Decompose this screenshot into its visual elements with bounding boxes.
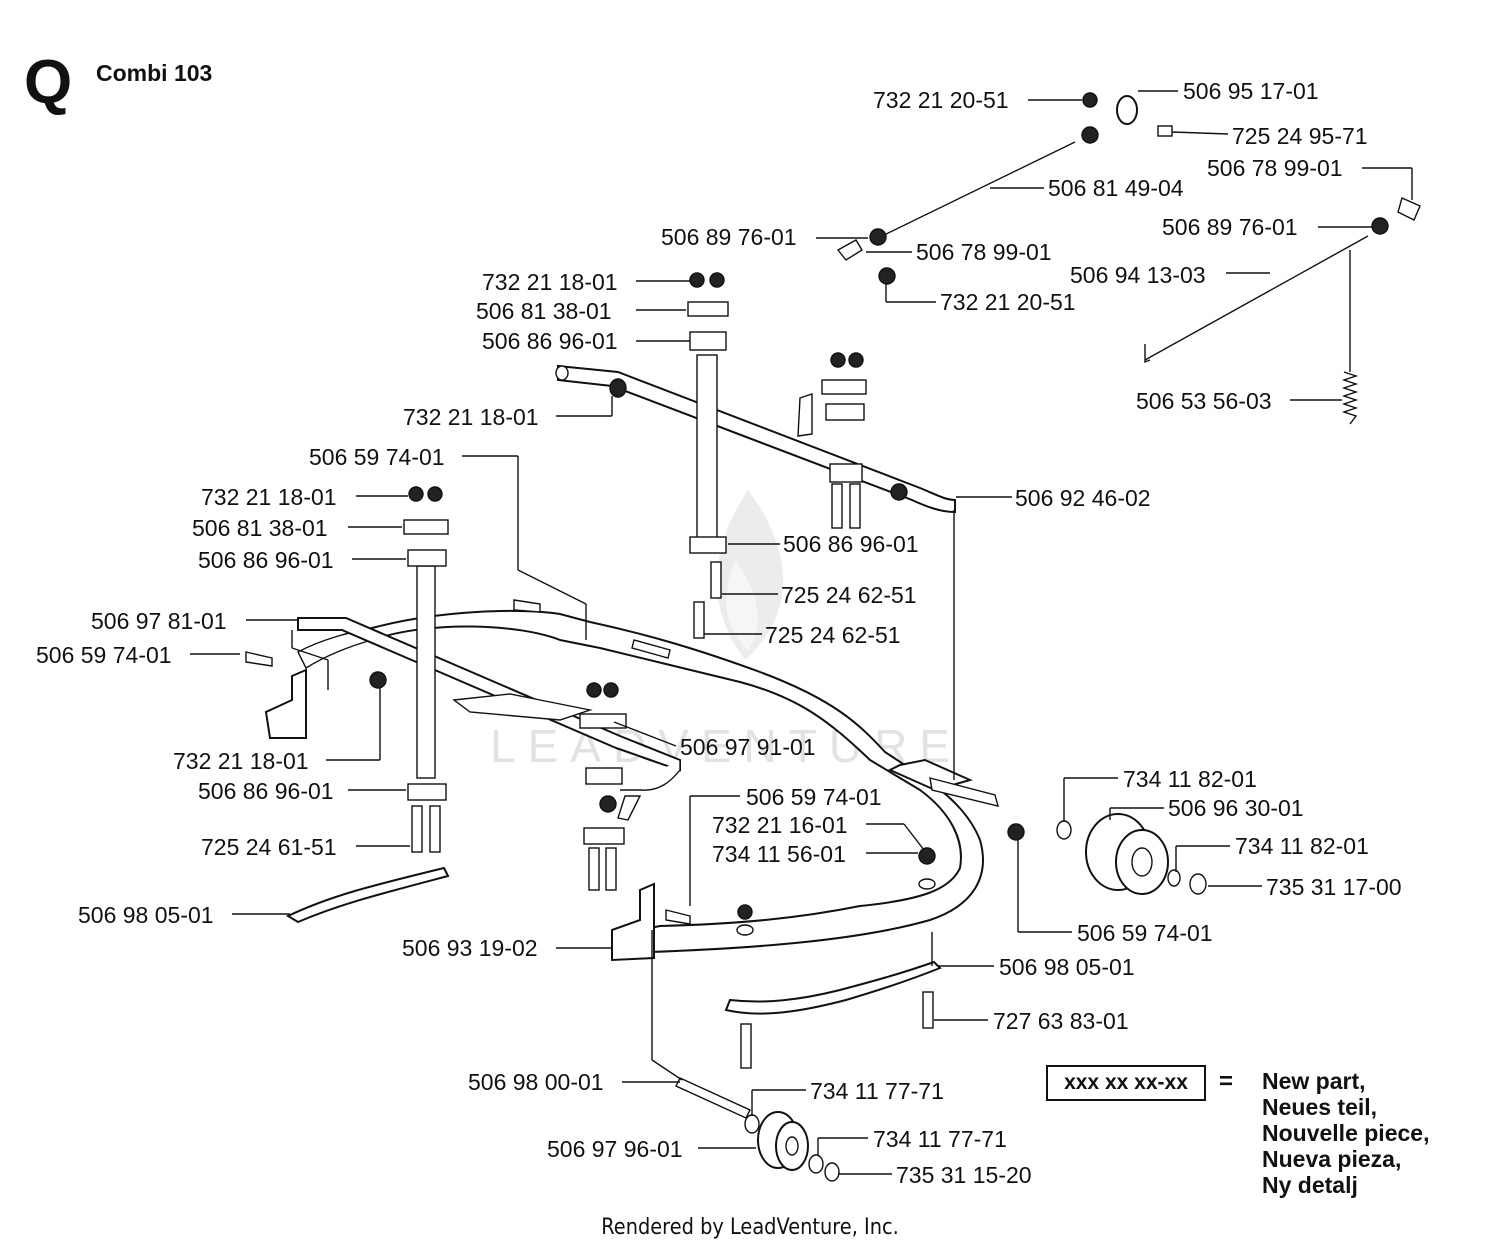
model-name: Combi 103 [96, 60, 213, 86]
part-label: 506 97 96-01 [547, 1136, 683, 1162]
part-label: 506 95 17-01 [1183, 78, 1319, 104]
part-label: 506 53 56-03 [1136, 388, 1272, 414]
deflector-plate [452, 693, 593, 721]
part-label: 506 59 74-01 [746, 784, 882, 810]
part-label: 506 93 19-02 [402, 935, 538, 961]
front-axle-pin [675, 1077, 751, 1119]
control-rod-upper [877, 141, 1369, 364]
rear-wheel-icon [1085, 813, 1169, 895]
part-label: 735 31 17-00 [1266, 874, 1402, 900]
part-label: 734 11 77-71 [810, 1078, 944, 1104]
leader-lines [190, 90, 1413, 1175]
part-label: 506 98 05-01 [999, 954, 1135, 980]
part-label: 732 21 18-01 [482, 269, 618, 295]
part-label: 506 98 05-01 [78, 902, 214, 928]
part-label: 506 97 81-01 [91, 608, 227, 634]
part-label: 506 59 74-01 [309, 444, 445, 470]
spring-icon [1341, 250, 1359, 425]
legend-text: New part, Neues teil, Nouvelle piece, Nu… [1262, 1068, 1429, 1198]
part-label: 725 24 61-51 [201, 834, 337, 860]
part-label: 732 21 20-51 [940, 289, 1076, 315]
part-label: 506 78 99-01 [1207, 155, 1343, 181]
lift-arm-lower [297, 617, 681, 821]
part-label: 506 89 76-01 [661, 224, 797, 250]
part-label: 506 89 76-01 [1162, 214, 1298, 240]
watermark-flame-icon [716, 490, 784, 660]
legend-line-en: New part, [1262, 1068, 1366, 1094]
part-label: 735 31 15-20 [896, 1162, 1032, 1188]
rear-bracket [887, 758, 973, 792]
legend-equals: = [1219, 1068, 1234, 1095]
part-label: 725 24 62-51 [781, 582, 917, 608]
part-label: 732 21 18-01 [173, 748, 309, 774]
hardware-nuts-icon [245, 92, 1421, 1182]
part-label: 506 92 46-02 [1015, 485, 1151, 511]
part-label: 506 96 30-01 [1168, 795, 1304, 821]
legend-line-es: Nueva pieza, [1262, 1146, 1402, 1172]
lift-shafts [416, 354, 955, 780]
part-label: 506 86 96-01 [482, 328, 618, 354]
strap-right [724, 960, 942, 1015]
part-labels: 732 21 20-51 506 95 17-01 725 24 95-71 5… [36, 78, 1402, 1188]
part-label: 506 81 38-01 [192, 515, 328, 541]
part-label: 725 24 62-51 [765, 622, 901, 648]
part-label: 734 11 82-01 [1235, 833, 1369, 859]
part-label: 506 86 96-01 [783, 531, 919, 557]
part-label: 732 21 20-51 [873, 87, 1009, 113]
part-label: 734 11 82-01 [1123, 766, 1257, 792]
front-wheel-icon [757, 1111, 809, 1171]
legend-line-de: Neues teil, [1262, 1094, 1378, 1120]
strap-left [285, 866, 450, 924]
front-bracket [611, 882, 655, 962]
part-label: 732 21 16-01 [712, 812, 848, 838]
part-label: 506 86 96-01 [198, 778, 334, 804]
part-label: 506 81 38-01 [476, 298, 612, 324]
part-label: 506 78 99-01 [916, 239, 1052, 265]
front-pivot-rod [631, 639, 671, 659]
part-label: 725 24 95-71 [1232, 123, 1368, 149]
part-label: 727 63 83-01 [993, 1008, 1129, 1034]
left-bracket [264, 668, 307, 739]
part-label: 506 81 49-04 [1048, 175, 1184, 201]
part-label: 732 21 18-01 [201, 484, 337, 510]
part-label: 732 21 18-01 [403, 404, 539, 430]
part-label: 506 59 74-01 [1077, 920, 1213, 946]
part-label: 734 11 56-01 [712, 841, 846, 867]
part-label: 506 97 91-01 [680, 734, 816, 760]
part-label: 506 59 74-01 [36, 642, 172, 668]
sheet-letter: Q [24, 48, 73, 117]
part-label: 734 11 77-71 [873, 1126, 1007, 1152]
part-label: 506 86 96-01 [198, 547, 334, 573]
part-label: 506 98 00-01 [468, 1069, 604, 1095]
part-label: 506 94 13-03 [1070, 262, 1206, 288]
footer-credit: Rendered by LeadVenture, Inc. [601, 1215, 899, 1240]
legend-line-fr: Nouvelle piece, [1262, 1120, 1430, 1146]
legend-part-number-box: xxx xx xx-xx [1046, 1065, 1206, 1101]
legend-line-sv: Ny detalj [1262, 1172, 1358, 1198]
rear-axle [929, 777, 999, 807]
